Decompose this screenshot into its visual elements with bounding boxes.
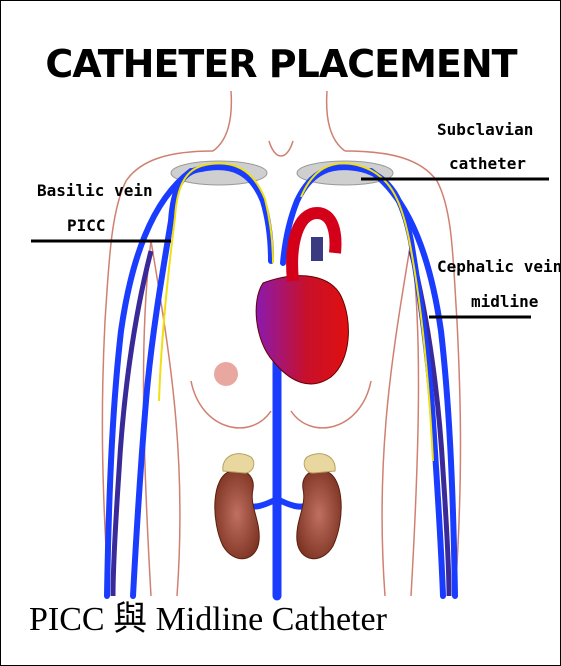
nipple xyxy=(214,362,238,386)
label-catheter: catheter xyxy=(449,154,526,173)
label-midline: midline xyxy=(471,292,538,311)
label-picc: PICC xyxy=(67,216,106,235)
label-basilic-vein: Basilic vein xyxy=(37,181,153,200)
figure-caption: PICC 與 Midline Catheter xyxy=(29,591,387,640)
label-cephalic-vein: Cephalic vein xyxy=(437,257,561,276)
catheter-placement-illustration: CATHETER PLACEMENT xyxy=(1,1,561,601)
diagram-title: CATHETER PLACEMENT xyxy=(45,42,517,86)
label-subclavian: Subclavian xyxy=(437,120,533,139)
